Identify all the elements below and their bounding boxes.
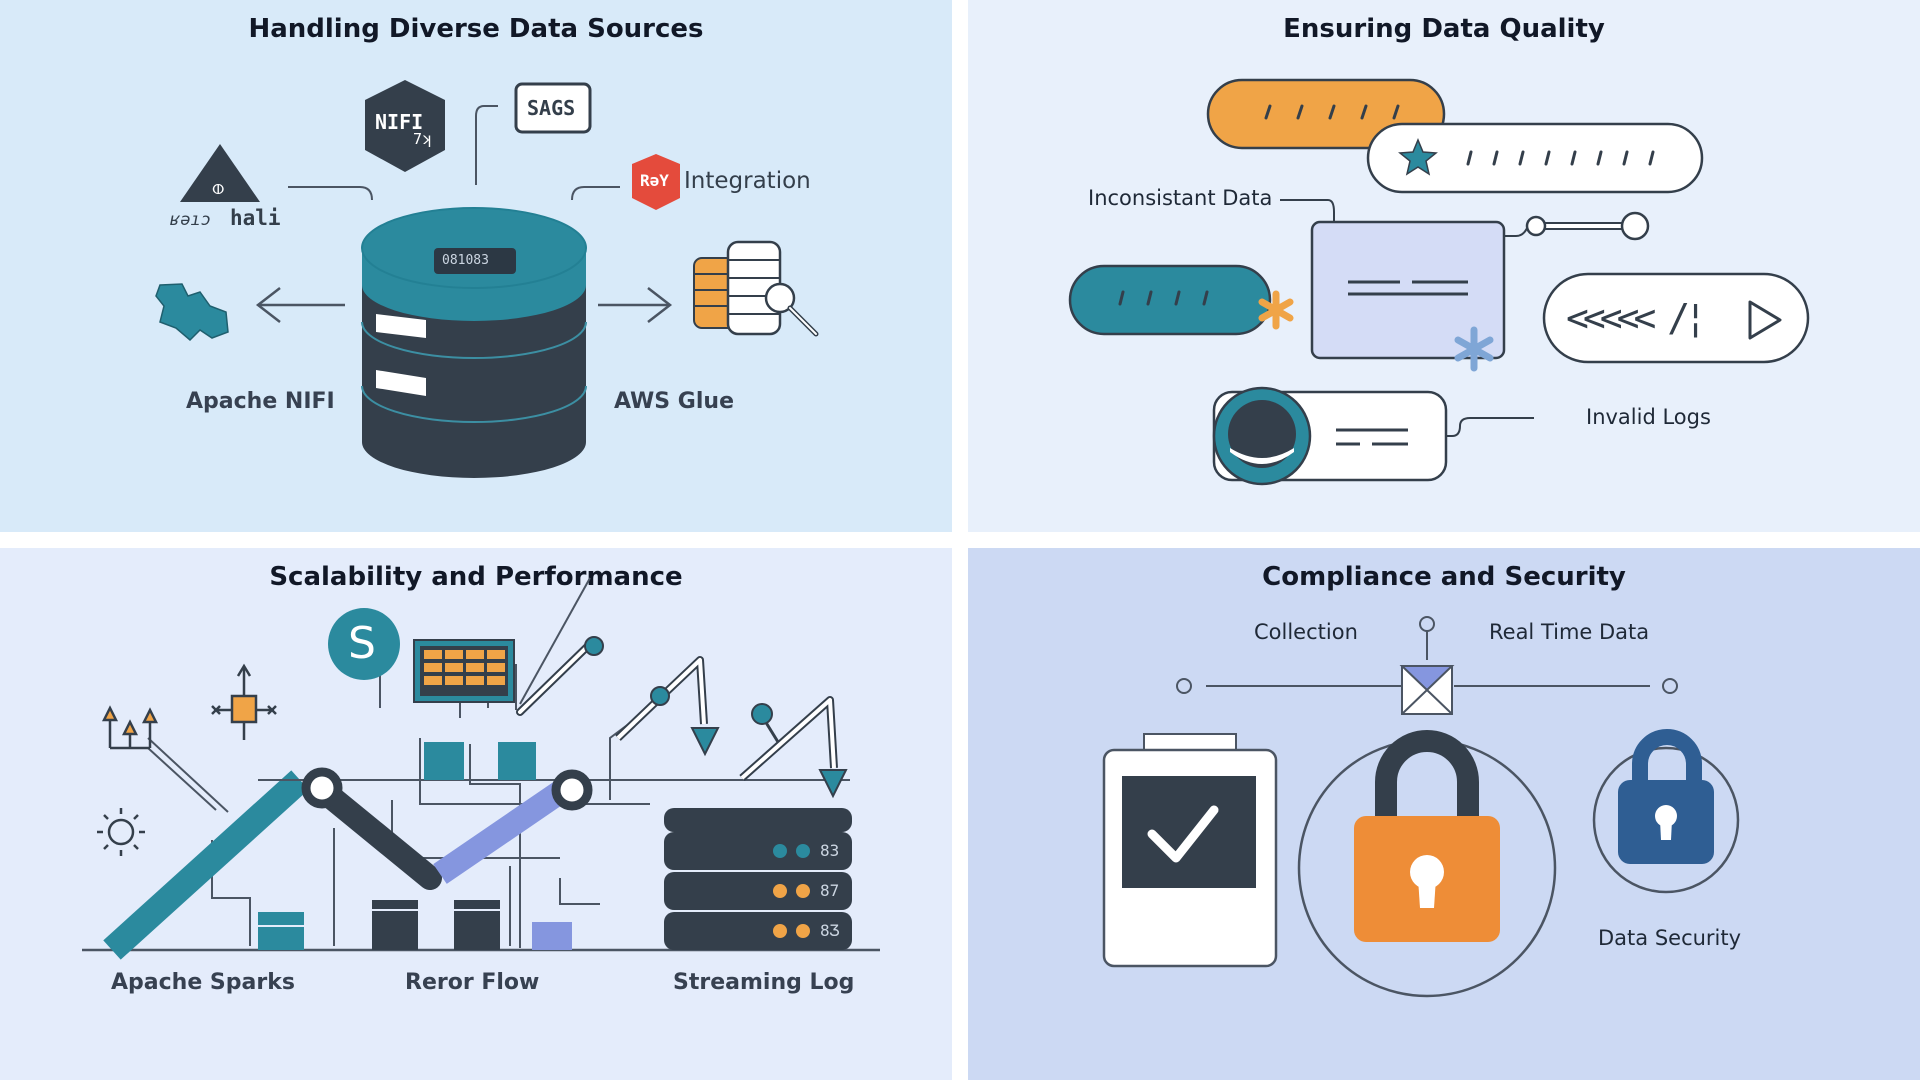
checkmark-icon — [1147, 805, 1219, 863]
asterisk-blue-icon — [1454, 326, 1494, 372]
teal-block — [498, 742, 536, 780]
timeline-node — [1419, 616, 1435, 632]
puzzle-icon — [155, 283, 229, 342]
star-icon — [1398, 138, 1438, 176]
panel-compliance: Compliance and Security — [968, 548, 1920, 1080]
aws-glue-label: AWS Glue — [614, 389, 734, 414]
growth-line-dark — [308, 776, 442, 890]
teal-block — [258, 912, 304, 950]
apache-nifi-label: Apache NIFI — [186, 389, 335, 414]
nav-pill-text: <<<<< /¦ — [1566, 296, 1707, 340]
panel-scalability: Scalability and Performance — [0, 548, 952, 1080]
slider-handle — [1525, 211, 1650, 241]
triangle-icon — [180, 144, 260, 202]
grid-board-icon — [413, 639, 515, 703]
nifi-badge-subtext: 7ʞ — [413, 130, 432, 148]
padlock-orange-icon — [1354, 730, 1500, 942]
sun-icon — [97, 808, 145, 856]
checklist-device-icon — [1102, 733, 1278, 968]
server-rack-icon — [664, 808, 852, 950]
growth-line-purple — [433, 782, 567, 884]
collection-label: Collection — [1254, 620, 1358, 644]
quality-diagram — [1068, 78, 1810, 486]
integration-hexagon-icon — [632, 154, 680, 210]
sources-diagram — [155, 80, 819, 478]
integration-badge-text: RəY — [640, 171, 669, 190]
triangle-right-text: hali — [230, 206, 281, 230]
connector-line — [1280, 199, 1335, 222]
asterisk-orange-icon — [1258, 290, 1294, 330]
panel-title: Handling Diverse Data Sources — [248, 14, 704, 44]
triangle-glyph: ⵀ — [212, 182, 225, 198]
sags-box-text: SAGS — [527, 96, 576, 120]
arrows-up-icon — [101, 705, 159, 750]
database-icon — [361, 207, 587, 478]
lock-circle — [1592, 746, 1740, 894]
nifi-badge-text: NIFI — [375, 110, 424, 134]
panel-data-quality: Ensuring Data Quality — [968, 0, 1920, 532]
timeline-node — [1176, 678, 1192, 694]
robot-arm-icon — [739, 696, 848, 799]
connector-line — [475, 105, 498, 185]
robot-arm-icon — [615, 656, 720, 757]
triangle-left-text: ʁəıɔ — [170, 210, 211, 230]
connector-line — [1446, 417, 1534, 437]
server-label: 83 — [820, 841, 840, 860]
panel-title: Compliance and Security — [1262, 562, 1626, 592]
server-label: 8Ʒ — [820, 921, 840, 940]
compliance-diagram — [1102, 616, 1740, 998]
integration-label: Integration — [684, 168, 811, 194]
real-time-data-label: Real Time Data — [1489, 620, 1650, 644]
teal-block — [424, 742, 464, 780]
server-label: 87 — [820, 881, 840, 900]
inconsistent-data-label: Inconsistant Data — [1088, 186, 1273, 210]
rating-pill — [1366, 122, 1704, 194]
nifi-hexagon-icon — [365, 80, 445, 172]
connector-line — [1504, 225, 1529, 237]
streaming-log-label: Streaming Log — [673, 970, 855, 995]
scalability-diagram — [82, 577, 880, 960]
reror-flow-label: Reror Flow — [405, 970, 540, 995]
s-badge-text: S — [348, 618, 376, 669]
db-display-text: 081083 — [442, 253, 489, 268]
s-badge-icon — [328, 608, 400, 680]
dark-block — [454, 900, 500, 950]
arrow-left-icon — [255, 287, 345, 323]
invalid-logs-label: Invalid Logs — [1586, 405, 1711, 429]
navigation-pill — [1542, 272, 1810, 364]
envelope-icon — [1399, 665, 1455, 715]
growth-line-teal — [103, 770, 309, 960]
apache-sparks-label: Apache Sparks — [111, 970, 295, 995]
dark-block — [372, 900, 418, 950]
padlock-blue-icon — [1618, 729, 1714, 864]
sags-box — [514, 82, 592, 134]
data-card — [1310, 220, 1506, 360]
panel-title: Scalability and Performance — [269, 562, 683, 592]
coin-stack-icon — [693, 240, 819, 337]
timeline-node — [1662, 678, 1678, 694]
panel-title: Ensuring Data Quality — [1283, 14, 1605, 44]
node-circle — [551, 769, 593, 811]
play-icon — [1748, 300, 1782, 340]
panel-data-sources: Handling Diverse Data Sources — [0, 0, 952, 532]
network-node-icon — [211, 663, 277, 740]
node-circle — [301, 767, 343, 809]
data-security-label: Data Security — [1598, 926, 1742, 950]
purple-block — [532, 922, 572, 950]
connector-line — [571, 186, 620, 201]
arrow-right-icon — [598, 287, 673, 323]
connector-line — [288, 186, 373, 201]
